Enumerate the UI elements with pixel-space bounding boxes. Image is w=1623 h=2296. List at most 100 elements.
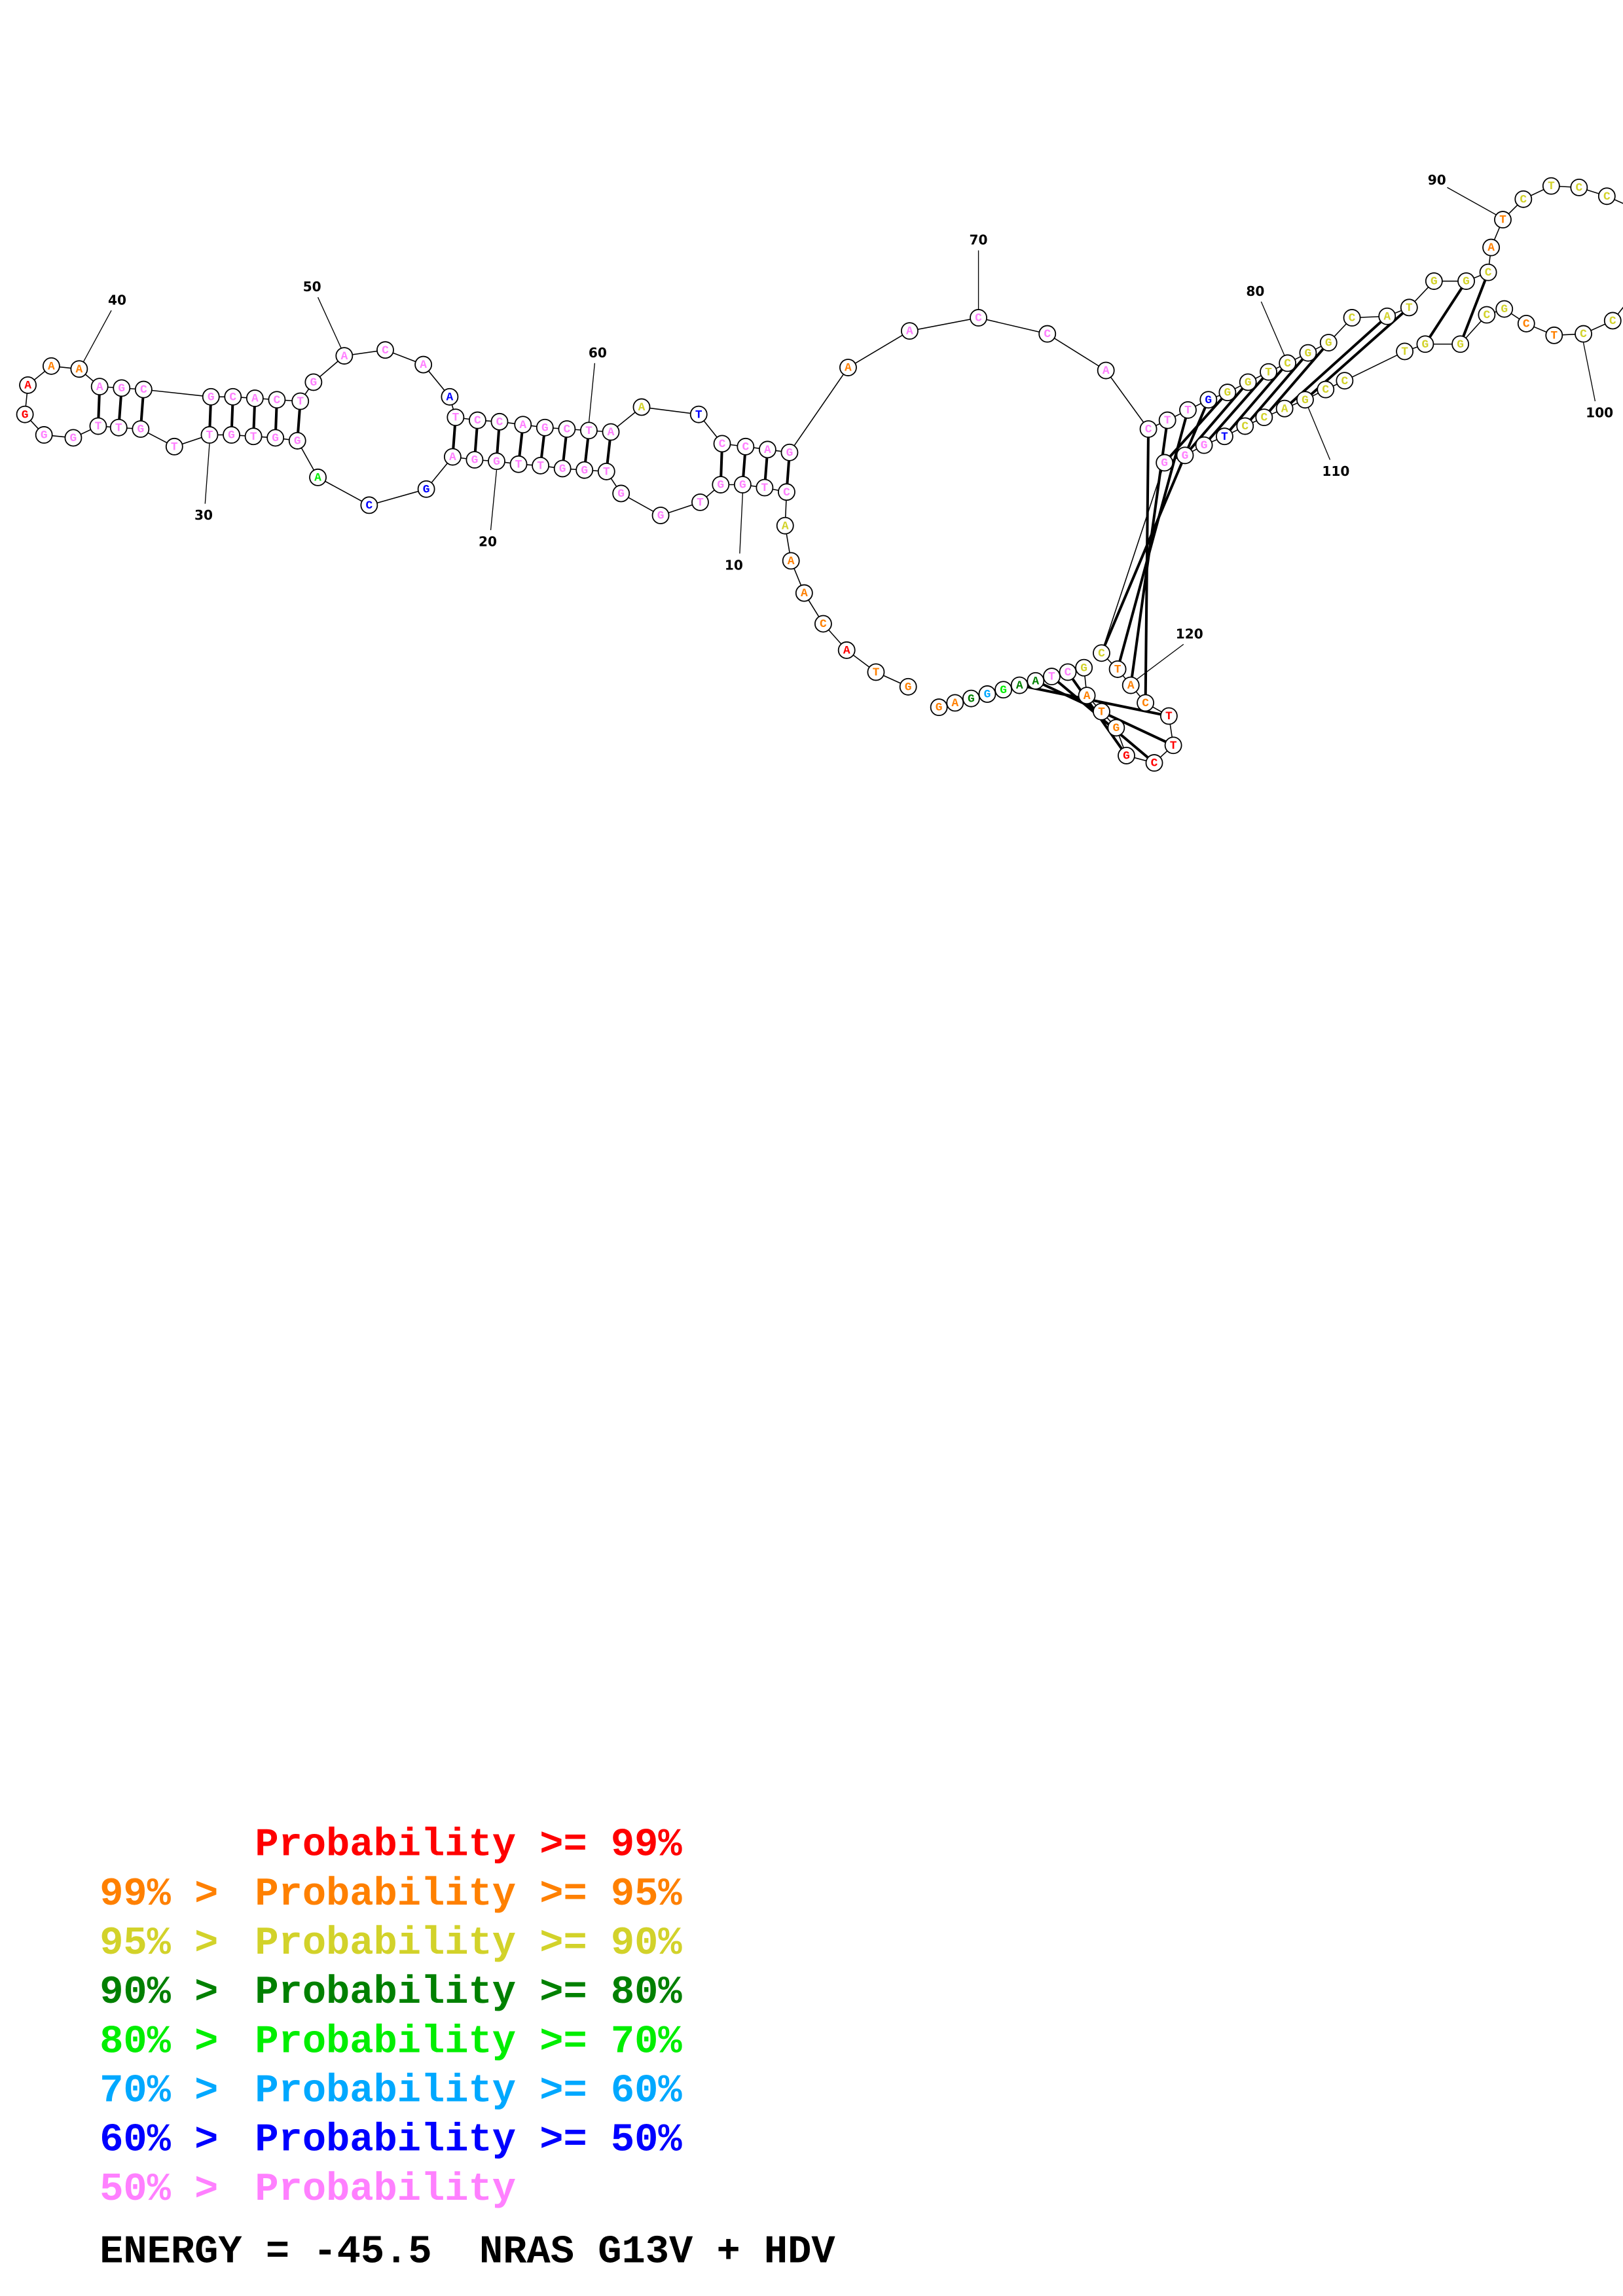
- position-label-lines: [82, 187, 1596, 680]
- legend-entry: 70% > Probability >= 60%: [100, 2069, 682, 2113]
- nucleotide-base: C: [1341, 375, 1348, 388]
- nucleotide-base: C: [229, 391, 236, 404]
- position-label-leader: [1136, 643, 1184, 680]
- nucleotide-base: T: [1165, 710, 1173, 723]
- nucleotide-base: A: [1032, 675, 1039, 688]
- nucleotide-base: A: [251, 393, 259, 406]
- nucleotide-base: C: [1349, 312, 1356, 325]
- nucleotide-circle: [1038, 325, 1057, 343]
- nucleotide-base: T: [115, 422, 122, 435]
- legend-label: Probability >= 99%: [255, 1823, 682, 1868]
- nucleotide-circle: [1107, 719, 1125, 737]
- nucleotide-circle: [1158, 411, 1176, 429]
- nucleotide-circle: [134, 380, 153, 399]
- legend-prefix: 60% >: [100, 2119, 242, 2163]
- nucleotide-base: T: [1048, 671, 1055, 684]
- nucleotide-base: G: [739, 479, 746, 492]
- legend-entry: 99% > Probability >= 95%: [100, 1873, 682, 1917]
- nucleotide-circle: [488, 452, 505, 471]
- nucleotide-base: C: [1044, 328, 1051, 341]
- nucleotide-circle: [1122, 676, 1140, 694]
- nucleotide-circle: [1010, 676, 1029, 694]
- nucleotide-base: G: [493, 456, 500, 469]
- nucleotide-base: G: [41, 429, 48, 442]
- nucleotide-base: C: [719, 438, 726, 451]
- nucleotide-base: A: [951, 697, 958, 710]
- nucleotide-base: T: [1098, 706, 1105, 719]
- nucleotide-circle: [1218, 384, 1237, 402]
- nucleotide-circle: [109, 418, 128, 437]
- nucleotide-base: G: [1422, 338, 1429, 351]
- nucleotide-base: T: [1221, 431, 1228, 444]
- position-label: 90: [1428, 172, 1446, 188]
- nucleotide-base: A: [1281, 403, 1288, 416]
- nucleotide-circle: [1137, 694, 1155, 712]
- nucleotide-circle: [1159, 707, 1178, 725]
- nucleotide-circle: [266, 429, 285, 447]
- nucleotide-circle: [35, 426, 53, 444]
- nucleotide-circle: [900, 322, 919, 340]
- nucleotide-circle: [1179, 401, 1197, 419]
- nucleotide-circle: [1093, 702, 1110, 721]
- nucleotide-circle: [1260, 363, 1277, 381]
- nucleotide-circle: [1093, 644, 1110, 662]
- base-pair-bond: [1203, 370, 1270, 446]
- nucleotide-base: G: [786, 446, 793, 459]
- nucleotide-base: G: [1501, 303, 1508, 316]
- nucleotide-circle: [867, 663, 885, 681]
- nucleotide-base: A: [519, 419, 526, 432]
- legend-prefix: 70% >: [100, 2069, 242, 2113]
- nucleotide-circle: [1164, 736, 1182, 755]
- nucleotide-base: T: [603, 466, 610, 479]
- nucleotide-base: G: [1182, 450, 1189, 463]
- nucleotide-circle: [580, 422, 598, 440]
- nucleotide-circle: [962, 689, 980, 708]
- nucleotide-base: T: [873, 666, 880, 679]
- nucleotide-circle: [651, 507, 670, 524]
- nucleotide-base: T: [537, 460, 544, 473]
- nucleotide-circle: [244, 427, 263, 446]
- nucleotide-circle: [202, 387, 220, 406]
- nucleotide-base: T: [695, 408, 702, 422]
- nucleotide-circle: [1075, 658, 1093, 677]
- nucleotide-base: T: [1499, 214, 1506, 227]
- position-label-leader: [82, 310, 112, 362]
- nucleotide-circle: [946, 694, 964, 712]
- nucleotide-circle: [1176, 446, 1194, 465]
- nucleotide-circle: [1279, 354, 1297, 372]
- nucleotide-circle: [1299, 344, 1317, 362]
- position-label: 70: [970, 232, 988, 248]
- nucleotide-circle: [1575, 325, 1592, 343]
- nucleotide-circle: [1118, 746, 1135, 764]
- position-label: 50: [303, 279, 321, 295]
- position-label: 60: [589, 345, 607, 361]
- legend-label: Probability >= 50%: [255, 2119, 682, 2163]
- legend-entry: 80% > Probability >= 70%: [100, 2020, 682, 2064]
- base-pair-bond: [1100, 399, 1210, 654]
- nucleotide-base: G: [137, 423, 144, 437]
- position-label: 120: [1176, 626, 1203, 641]
- nucleotide-base: G: [1325, 337, 1332, 350]
- nucleotide-circle: [1156, 454, 1174, 472]
- nucleotide-circle: [737, 437, 755, 456]
- nucleotide-base: G: [423, 483, 430, 496]
- nucleotide-base: A: [314, 471, 321, 484]
- nucleotide-circle: [1517, 315, 1535, 332]
- nucleotide-circle: [1400, 298, 1418, 317]
- legend-prefix: 95% >: [100, 1922, 242, 1966]
- nucleotide-base: T: [206, 429, 213, 442]
- nucleotide-base: G: [1305, 347, 1312, 360]
- nucleotide-base: A: [638, 401, 646, 414]
- nucleotide-base: A: [1084, 690, 1091, 703]
- nucleotide-circle: [291, 392, 310, 410]
- nucleotide-circle: [814, 615, 832, 633]
- nucleotide-circle: [376, 341, 394, 359]
- nucleotide-base: C: [382, 344, 389, 357]
- nucleotide-base: G: [22, 408, 29, 422]
- nucleotide-base: C: [365, 499, 373, 512]
- nucleotide-base: A: [449, 451, 456, 464]
- nucleotide-base: G: [272, 432, 279, 445]
- nucleotide-circle: [1494, 211, 1512, 229]
- nucleotide-circle: [536, 418, 554, 437]
- nucleotide-circle: [1059, 663, 1077, 681]
